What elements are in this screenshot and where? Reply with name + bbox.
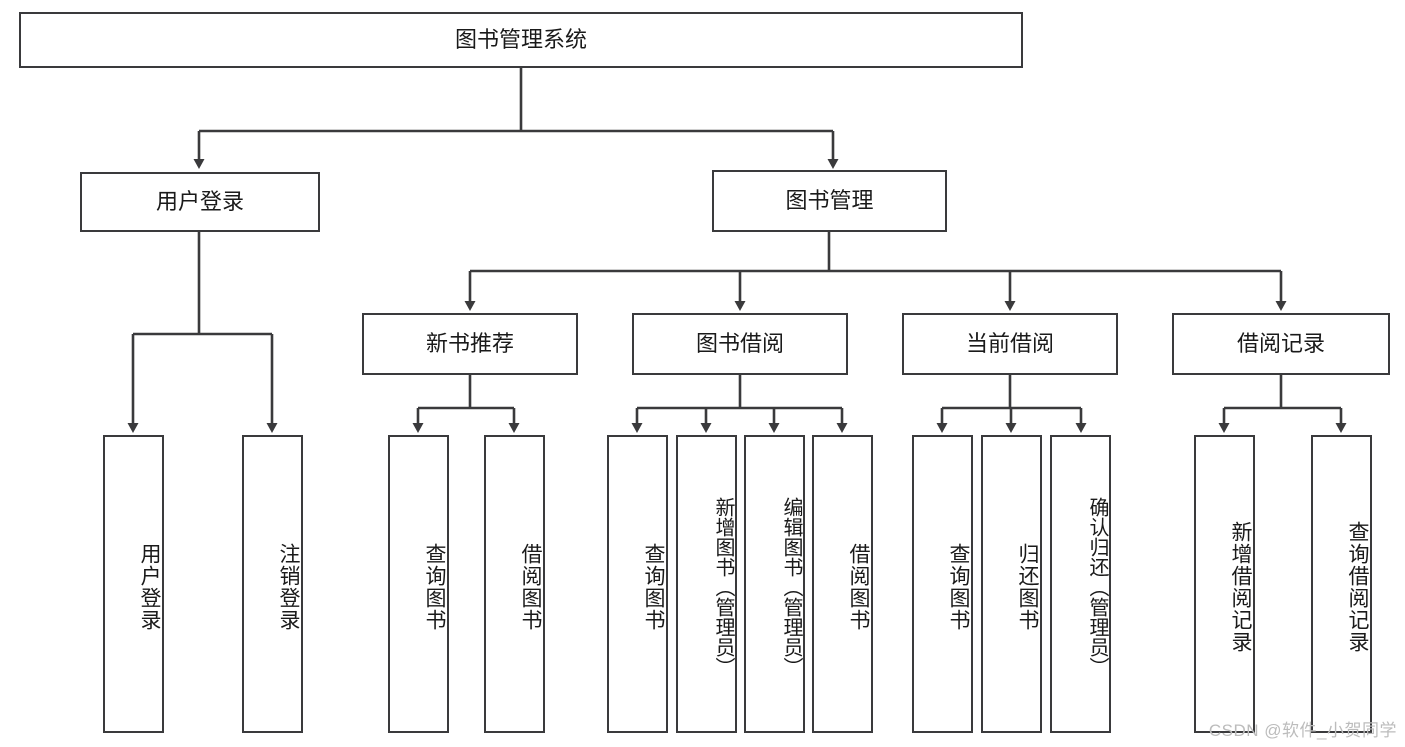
node-current-borrow[interactable]: 当前借阅 — [902, 313, 1118, 375]
node-borrow-record[interactable]: 借阅记录 — [1172, 313, 1390, 375]
leaf-book-borrow-borrow-books[interactable]: 借阅图书 — [812, 435, 873, 733]
leaf-new-book-borrow-books[interactable]: 借阅图书 — [484, 435, 545, 733]
leaf-current-borrow-return-books[interactable]: 归还图书 — [981, 435, 1042, 733]
leaf-user-login-logout[interactable]: 注销登录 — [242, 435, 303, 733]
node-book-management[interactable]: 图书管理 — [712, 170, 947, 232]
node-root-book-management-system[interactable]: 图书管理系统 — [19, 12, 1023, 68]
node-new-book-recommend[interactable]: 新书推荐 — [362, 313, 578, 375]
leaf-book-borrow-add-book-admin[interactable]: 新增图书（管理员） — [676, 435, 737, 733]
leaf-borrow-record-add-record[interactable]: 新增借阅记录 — [1194, 435, 1255, 733]
node-user-login[interactable]: 用户登录 — [80, 172, 320, 232]
leaf-user-login-login[interactable]: 用户登录 — [103, 435, 164, 733]
leaf-book-borrow-edit-book-admin[interactable]: 编辑图书（管理员） — [744, 435, 805, 733]
leaf-borrow-record-query-record[interactable]: 查询借阅记录 — [1311, 435, 1372, 733]
node-book-borrow[interactable]: 图书借阅 — [632, 313, 848, 375]
leaf-current-borrow-confirm-return-admin[interactable]: 确认归还（管理员） — [1050, 435, 1111, 733]
leaf-new-book-query-books[interactable]: 查询图书 — [388, 435, 449, 733]
leaf-book-borrow-query-books[interactable]: 查询图书 — [607, 435, 668, 733]
leaf-current-borrow-query-books[interactable]: 查询图书 — [912, 435, 973, 733]
